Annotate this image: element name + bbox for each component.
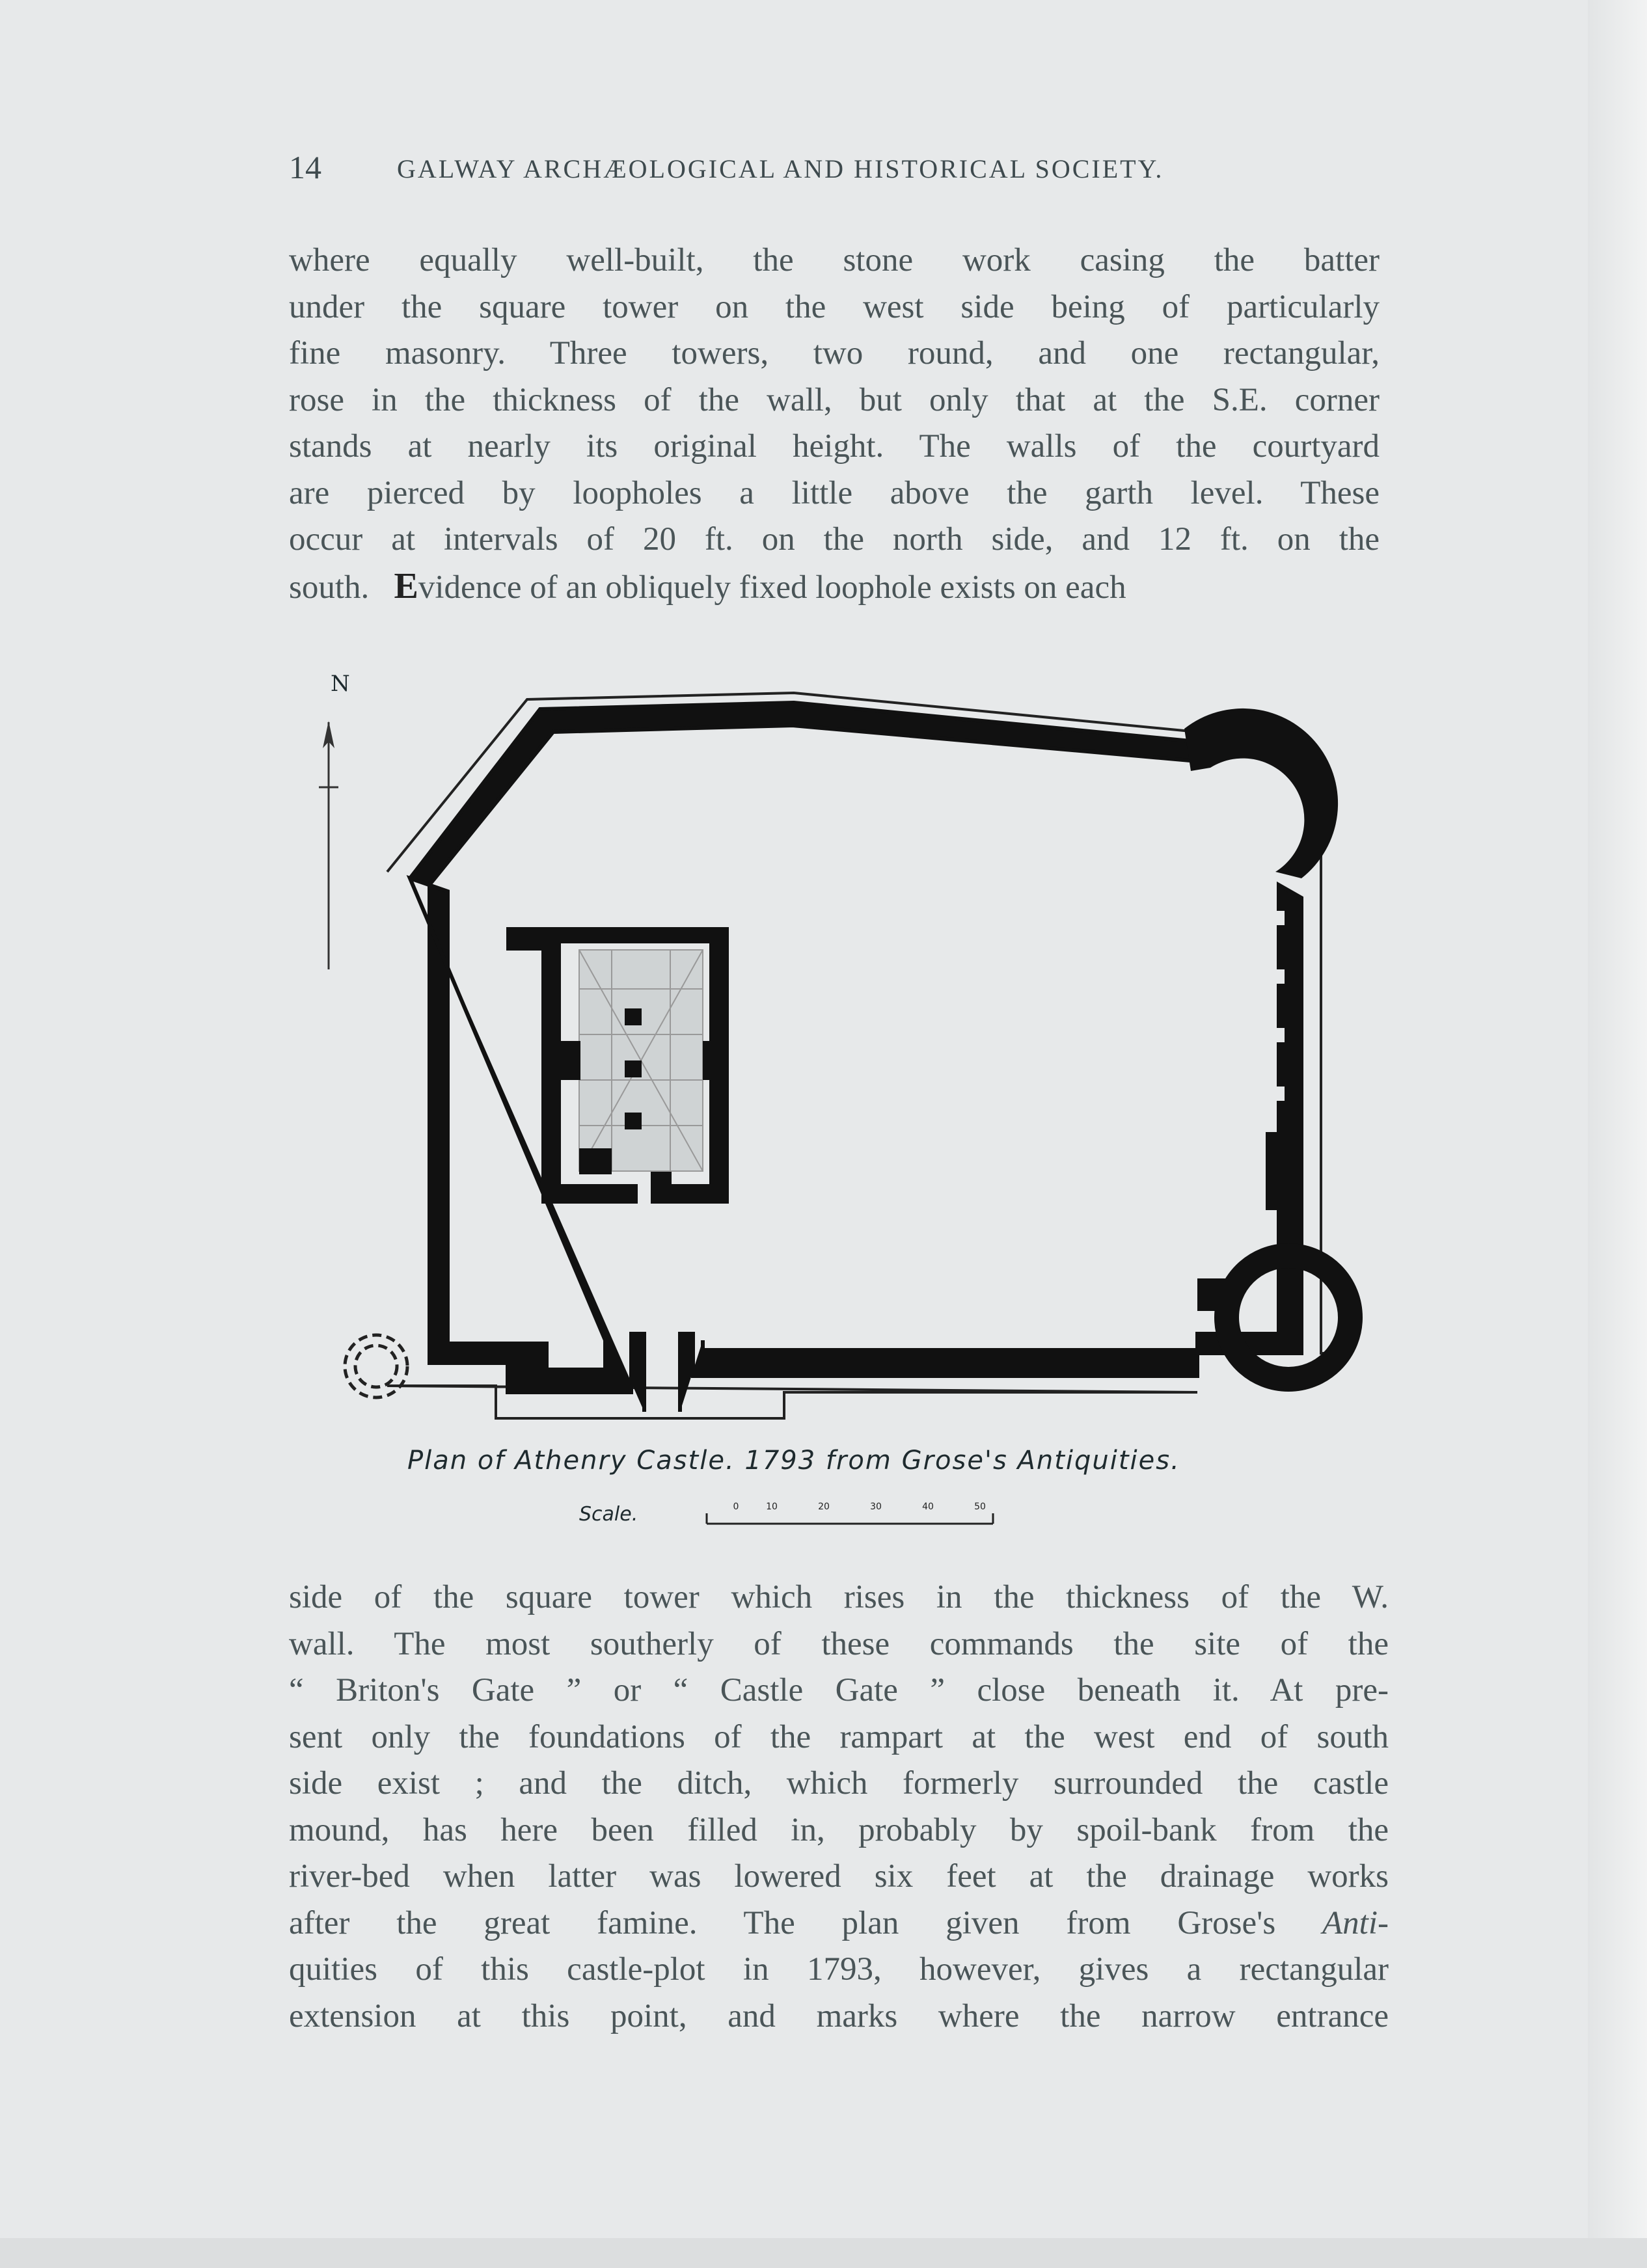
text-fragment: south. (289, 569, 370, 606)
text-line: rose in the thickness of the wall, but o… (289, 381, 1380, 418)
scanner-bed (0, 2238, 1647, 2268)
italic-word: Anti- (1322, 1904, 1389, 1941)
page-edge (1588, 0, 1647, 2268)
scale-tick: 40 (922, 1502, 934, 1512)
text-line: sent only the foundations of the rampart… (289, 1718, 1389, 1755)
text-line: wall. The most southerly of these comman… (289, 1625, 1389, 1662)
text-line: side of the square tower which rises in … (289, 1579, 1389, 1615)
scale-tick: 20 (818, 1502, 830, 1512)
curtain-wall (406, 700, 1303, 1412)
loopholes-east (1275, 911, 1285, 1101)
scale-tick: 50 (974, 1502, 986, 1512)
scale-tick: 0 (733, 1502, 739, 1512)
running-title: GALWAY ARCHÆOLOGICAL AND HISTORICAL SOCI… (397, 154, 1164, 183)
text-line: south. Evidence of an obliquely fixed lo… (289, 563, 1380, 610)
text-line: are pierced by loopholes a little above … (289, 474, 1380, 511)
north-label: N (331, 671, 350, 697)
scale-tick: 30 (870, 1502, 882, 1512)
scale-label: Scale. (579, 1503, 638, 1526)
text-line: side exist ; and the ditch, which former… (289, 1765, 1389, 1802)
paragraph-bottom: side of the square tower which rises in … (289, 1574, 1389, 2040)
text-line: under the square tower on the west side … (289, 288, 1380, 325)
figure-caption: Plan of Athenry Castle. 1793 from Grose'… (407, 1446, 1180, 1476)
text-line: river-bed when latter was lowered six fe… (289, 1858, 1389, 1895)
ne-round-tower (1184, 708, 1339, 878)
se-round-tower (1214, 1243, 1363, 1392)
page-number: 14 (289, 149, 321, 185)
north-arrow: N (319, 671, 350, 969)
scale-tick: 10 (766, 1502, 778, 1512)
running-header: 14 GALWAY ARCHÆOLOGICAL AND HISTORICAL S… (289, 148, 1291, 194)
text-line: extension at this point, and marks where… (289, 1997, 1389, 2034)
text-line: quities of this castle-plot in 1793, how… (289, 1951, 1389, 1988)
text-line: where equally well-built, the stone work… (289, 242, 1380, 278)
text-line: fine masonry. Three towers, two round, a… (289, 335, 1380, 371)
drop-cap: E (394, 565, 418, 606)
text-line: occur at intervals of 20 ft. on the nort… (289, 521, 1380, 558)
text-fragment: after the great famine. The plan given f… (289, 1904, 1276, 1941)
text-line: “ Briton's Gate ” or “ Castle Gate ” clo… (289, 1672, 1389, 1708)
castle-plan-figure: N (319, 671, 1363, 1420)
text-line: stands at nearly its original height. Th… (289, 428, 1380, 465)
text-line: mound, has here been filled in, probably… (289, 1811, 1389, 1848)
scale-bar: 0 10 20 30 40 50 (705, 1502, 994, 1525)
keep (506, 927, 729, 1204)
text-line: after the great famine. The plan given f… (289, 1900, 1389, 1947)
sw-turret (343, 1333, 409, 1399)
paragraph-top: where equally well-built, the stone work… (289, 237, 1380, 610)
text-fragment: vidence of an obliquely fixed loophole e… (418, 569, 1126, 606)
